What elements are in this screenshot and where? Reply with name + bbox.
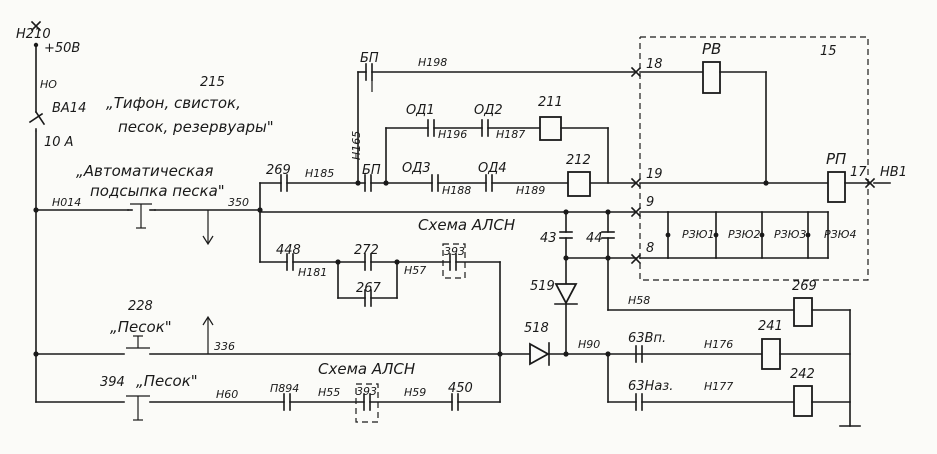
relay-269 (793, 297, 861, 427)
label-h60: Н60 (216, 388, 238, 401)
label-h187: Н187 (496, 128, 525, 141)
label-rzu1: РЗЮ1 (682, 228, 715, 241)
label-18: 18 (646, 57, 663, 72)
label-242: 242 (790, 367, 815, 382)
label-h176: Н176 (704, 338, 733, 351)
label-od4: ОД4 (478, 161, 507, 176)
label-pesok-2: „Песок" (136, 372, 198, 390)
label-alsn-2: Схема АЛСН (318, 360, 415, 378)
label-450: 450 (448, 381, 473, 396)
label-rzu2: РЗЮ2 (728, 228, 761, 241)
row-auto-sanding (35, 182, 263, 263)
label-63naz: 63Наз. (628, 379, 673, 394)
label-rzu4: РЗЮ4 (824, 228, 857, 241)
relay-rp-coil (827, 171, 846, 203)
label-top-terminal: Н210 (16, 27, 51, 42)
caption-auto-line1: „Автоматическая (76, 162, 213, 180)
row-pesok-2 (35, 353, 851, 423)
label-h57: Н57 (404, 264, 426, 277)
label-43: 43 (540, 231, 557, 246)
caption-auto-line2: подсыпка песка" (90, 182, 225, 200)
label-215: 215 (200, 75, 225, 90)
label-h185: Н185 (305, 167, 334, 180)
label-rzu3: РЗЮ3 (774, 228, 807, 241)
label-894: П894 (270, 382, 299, 395)
label-bp-mid: БП (362, 163, 381, 178)
caption-top-line1: „Тифон, свисток, (106, 94, 241, 112)
label-19: 19 (646, 167, 663, 182)
row-top-branch (357, 61, 767, 184)
label-hb1: НВ1 (880, 165, 907, 180)
label-bp-top: БП (360, 51, 379, 66)
label-63vp: 63Вп. (628, 331, 666, 346)
row-rp (639, 171, 891, 203)
label-8: 8 (646, 241, 654, 256)
row-448-272 (259, 243, 501, 355)
label-448: 448 (276, 243, 301, 258)
relay-212-coil (567, 171, 591, 197)
label-17: 17 (850, 165, 867, 180)
row-od1-od2 (385, 116, 609, 184)
labels: Н210 +50В НО ВА14 10 А 215 „Тифон, свист… (16, 27, 907, 401)
relay-242-coil (793, 385, 813, 417)
label-ba14-current: 10 А (44, 135, 74, 150)
block-15-outline (639, 36, 869, 281)
label-pesok-1: „Песок" (110, 318, 172, 336)
label-336: 336 (214, 340, 235, 353)
label-44: 44 (586, 231, 603, 246)
label-h189: Н189 (516, 184, 545, 197)
row-alsn-43-44 (259, 209, 795, 311)
breaker-ba14 (28, 110, 46, 132)
row-pesok-1 (35, 257, 851, 370)
left-supply-bus (33, 42, 39, 403)
relay-211-coil (539, 116, 562, 141)
label-h90: Н90 (578, 338, 600, 351)
relay-rv-coil (702, 61, 721, 94)
label-od3: ОД3 (402, 161, 431, 176)
caption-top-line2: песок, резервуары" (118, 118, 274, 136)
label-269-contact: 269 (266, 163, 291, 178)
label-212: 212 (566, 153, 591, 168)
label-h55: Н55 (318, 386, 340, 399)
label-518: 518 (524, 321, 549, 336)
label-no: НО (40, 78, 57, 91)
label-h188: Н188 (442, 184, 471, 197)
label-h198: Н198 (418, 56, 447, 69)
relay-241-coil (761, 338, 781, 370)
label-h014: Н014 (52, 196, 81, 209)
label-519: 519 (530, 279, 555, 294)
label-15: 15 (820, 44, 837, 59)
label-393-top: 393 (444, 245, 465, 258)
label-rv: РВ (702, 40, 721, 58)
label-272: 272 (354, 243, 379, 258)
label-od2: ОД2 (474, 103, 503, 118)
label-394: 394 (100, 375, 125, 390)
label-267: 267 (356, 281, 382, 296)
relay-269-coil (793, 297, 813, 327)
label-350: 350 (228, 196, 249, 209)
label-241: 241 (758, 319, 783, 334)
label-h181: Н181 (298, 266, 327, 279)
label-h165: Н165 (350, 131, 363, 160)
row-contacts-upper (259, 71, 635, 197)
label-393-bot: 393 (356, 385, 377, 398)
label-h59: Н59 (404, 386, 426, 399)
label-211: 211 (538, 95, 563, 110)
label-9: 9 (646, 195, 654, 210)
label-od1: ОД1 (406, 103, 435, 118)
label-h58: Н58 (628, 294, 650, 307)
label-h196: Н196 (438, 128, 467, 141)
label-228: 228 (128, 299, 153, 314)
label-h177: Н177 (704, 380, 733, 393)
terminal-marks (30, 20, 876, 265)
label-ba14: ВА14 (52, 101, 86, 116)
row-rzu-chain (639, 211, 829, 259)
label-supply: +50В (44, 41, 80, 56)
label-269-relay: 269 (792, 279, 817, 294)
label-alsn-1: Схема АЛСН (418, 216, 515, 234)
label-rp: РП (826, 150, 846, 168)
